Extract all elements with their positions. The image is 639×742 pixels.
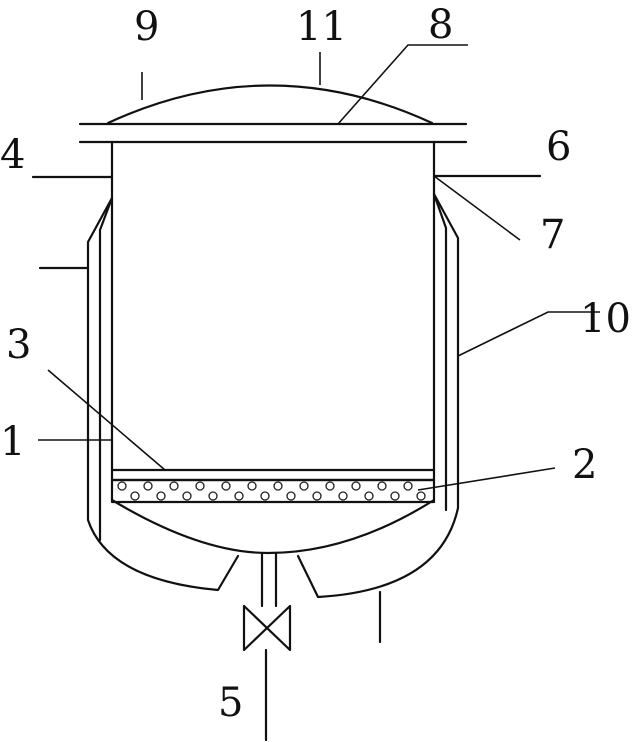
packing-bead <box>390 491 400 501</box>
leader-2 <box>417 467 556 491</box>
packing-bead <box>221 481 231 491</box>
packing-bead <box>312 491 322 501</box>
packing-bead <box>182 491 192 501</box>
label-11: 11 <box>296 4 347 50</box>
packing-bead <box>130 491 140 501</box>
packing-beads <box>117 481 426 501</box>
packing-bead <box>325 481 335 491</box>
packing-bead <box>403 481 413 491</box>
label-10: 10 <box>580 296 631 342</box>
jacket-left-inner <box>98 196 114 542</box>
valve-icon <box>242 604 292 652</box>
leader-10 <box>457 311 600 357</box>
label-3: 3 <box>6 322 31 368</box>
packing-bead <box>117 481 127 491</box>
jacket-left-outer <box>86 196 240 592</box>
filter-plate <box>110 468 436 482</box>
packing-bead <box>364 491 374 501</box>
packing-bead <box>377 481 387 491</box>
packing-bead <box>169 481 179 491</box>
packing-bead <box>143 481 153 491</box>
packing-bead <box>247 481 257 491</box>
jacket-right-outer <box>296 192 460 599</box>
jacket-right-inner <box>432 192 448 512</box>
packing-bead <box>286 491 296 501</box>
label-9: 9 <box>134 4 159 50</box>
label-8: 8 <box>428 2 453 48</box>
packing-bead <box>416 491 426 501</box>
packing-bead <box>299 481 309 491</box>
packing-layer <box>110 478 436 504</box>
inner-bottom-head <box>110 498 436 555</box>
label-4: 4 <box>0 132 25 178</box>
packing-bead <box>234 491 244 501</box>
packing-bead <box>156 491 166 501</box>
label-6: 6 <box>546 124 571 170</box>
leader-8 <box>337 44 468 125</box>
label-1: 1 <box>0 419 25 465</box>
packing-bead <box>338 491 348 501</box>
packing-bead <box>260 491 270 501</box>
packing-bead <box>195 481 205 491</box>
label-7: 7 <box>540 212 565 258</box>
label-5: 5 <box>218 680 243 726</box>
leader-7 <box>433 175 521 241</box>
label-2: 2 <box>572 442 597 488</box>
leader-3 <box>47 369 166 471</box>
dome-lid <box>106 84 434 125</box>
packing-bead <box>208 491 218 501</box>
packing-bead <box>351 481 361 491</box>
packing-bead <box>273 481 283 491</box>
